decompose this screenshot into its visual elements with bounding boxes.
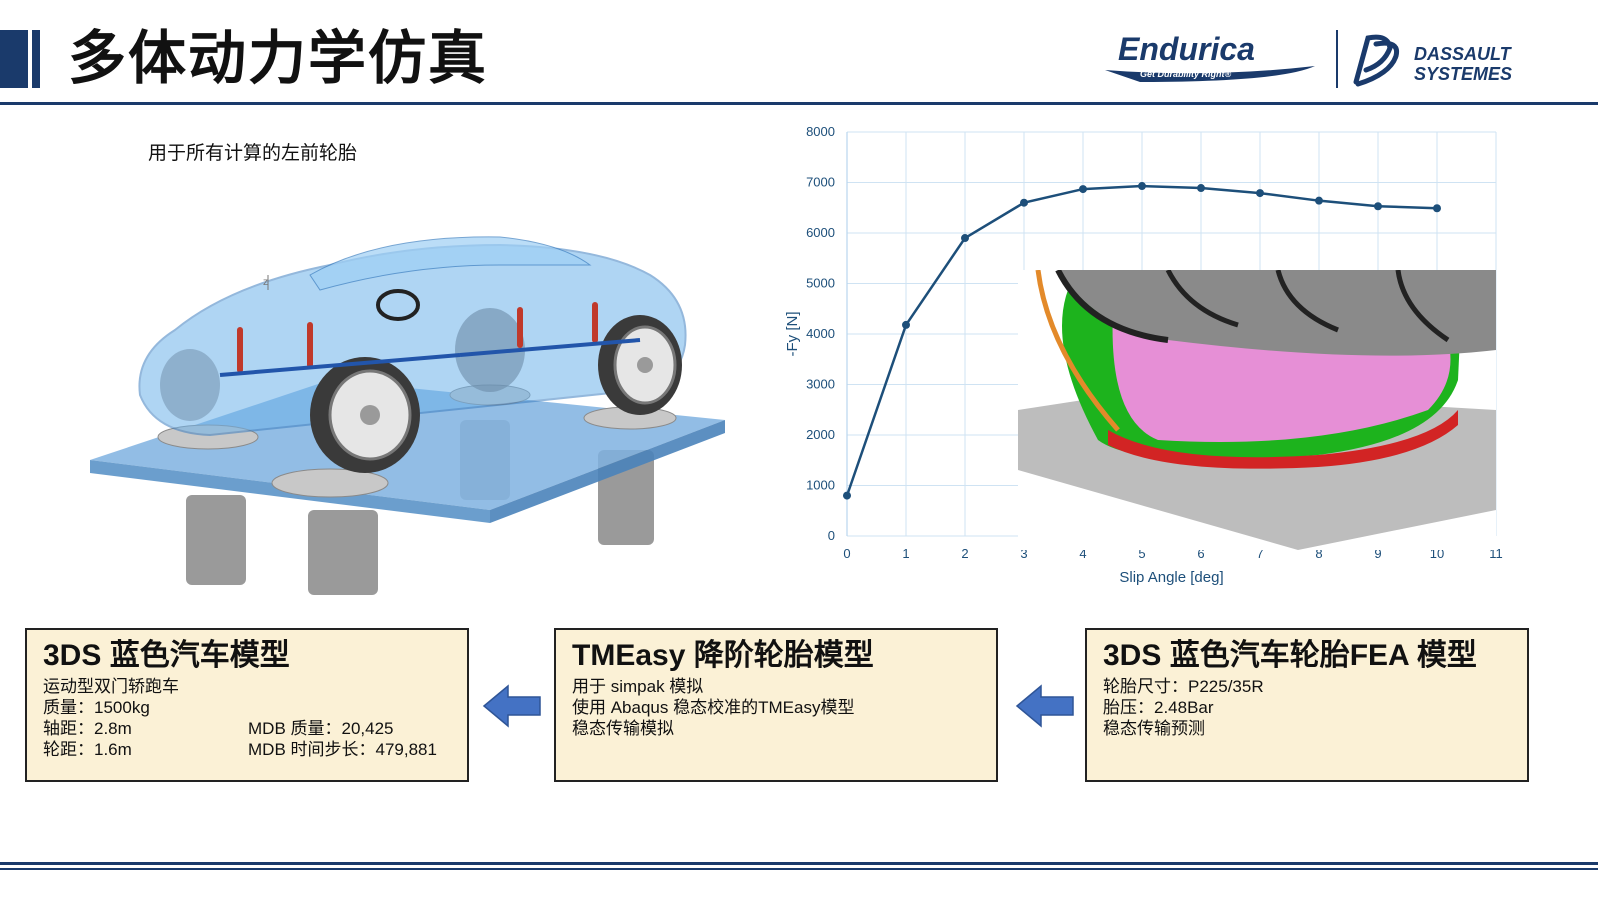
tire-fea-line3: 稳态传输预测 <box>1103 719 1205 738</box>
data-point <box>843 491 851 500</box>
footer-divider-thin <box>0 868 1598 870</box>
data-point <box>902 320 910 329</box>
y-tick-label: 2000 <box>806 427 835 442</box>
x-tick-label: 0 <box>843 546 850 561</box>
x-tick-label: 6 <box>1197 546 1204 561</box>
car-model-line3: 轴距：2.8m <box>43 719 132 738</box>
y-tick-label: 7000 <box>806 175 835 190</box>
x-tick-label: 1 <box>902 546 909 561</box>
x-tick-label: 8 <box>1315 546 1322 561</box>
header-divider <box>0 102 1598 105</box>
wheel-front-left <box>310 357 420 473</box>
x-tick-label: 2 <box>961 546 968 561</box>
data-point <box>1256 189 1264 198</box>
logo-separator <box>1336 30 1338 88</box>
x-tick-label: 7 <box>1256 546 1263 561</box>
car-multibody-model-image: z <box>90 236 725 595</box>
y-tick-label: 3000 <box>806 377 835 392</box>
y-tick-label: 8000 <box>806 124 835 139</box>
dassault-systemes-logo: DASSAULT SYSTEMES <box>1353 34 1513 87</box>
tire-fea-card: 3DS 蓝色汽车轮胎FEA 模型 轮胎尺寸：P225/35R 胎压：2.48Ba… <box>1085 628 1529 782</box>
tire-fea-inset-image <box>1018 270 1496 550</box>
endurica-logo: Endurica Get Durability Right® <box>1105 31 1315 82</box>
data-point <box>1197 184 1205 193</box>
tmeasy-line2: 使用 Abaqus 稳态校准的TMEasy模型 <box>572 698 855 717</box>
ds-line1: DASSAULT <box>1414 44 1513 64</box>
footer-divider <box>0 862 1598 865</box>
title-accent-bar <box>0 30 40 88</box>
data-point <box>961 234 969 243</box>
y-tick-label: 5000 <box>806 276 835 291</box>
x-tick-label: 3 <box>1020 546 1027 561</box>
car-model-line1: 运动型双门轿跑车 <box>43 677 179 696</box>
endurica-wordmark: Endurica <box>1118 31 1255 67</box>
data-point <box>1315 196 1323 205</box>
y-axis-label: -Fy [N] <box>784 312 801 357</box>
x-tick-label: 5 <box>1138 546 1145 561</box>
tmeasy-line1: 用于 simpak 模拟 <box>572 677 704 696</box>
x-axis-label: Slip Angle [deg] <box>1119 569 1223 586</box>
tire-fea-line1: 轮胎尺寸：P225/35R <box>1103 677 1264 696</box>
car-model-mdb-steps: MDB 时间步长：479,881 <box>248 740 437 759</box>
data-point <box>1138 182 1146 191</box>
page-title: 多体动力学仿真 <box>68 26 489 91</box>
arrow-left-icon <box>1015 684 1074 728</box>
y-tick-label: 0 <box>828 528 835 543</box>
endurica-tagline: Get Durability Right® <box>1140 69 1232 79</box>
tmeasy-card: TMEasy 降阶轮胎模型 用于 simpak 模拟 使用 Abaqus 稳态校… <box>554 628 998 782</box>
tmeasy-card-title: TMEasy 降阶轮胎模型 <box>572 639 874 672</box>
y-tick-label: 1000 <box>806 478 835 493</box>
car-model-card-title: 3DS 蓝色汽车模型 <box>43 639 290 672</box>
tire-fea-card-title: 3DS 蓝色汽车轮胎FEA 模型 <box>1103 639 1477 672</box>
car-model-mdb-mass: MDB 质量：20,425 <box>248 719 394 738</box>
car-model-line2: 质量：1500kg <box>43 698 150 717</box>
data-point <box>1079 185 1087 194</box>
data-point <box>1433 204 1441 213</box>
image-caption: 用于所有计算的左前轮胎 <box>148 143 358 164</box>
data-point <box>1374 202 1382 211</box>
axis-z-label: z <box>263 277 268 288</box>
y-tick-label: 6000 <box>806 225 835 240</box>
ds-line2: SYSTEMES <box>1414 64 1512 84</box>
x-tick-label: 4 <box>1079 546 1086 561</box>
car-model-line4: 轮距：1.6m <box>43 740 132 759</box>
y-tick-label: 4000 <box>806 326 835 341</box>
car-model-card: 3DS 蓝色汽车模型 运动型双门轿跑车 质量：1500kg 轴距：2.8m MD… <box>25 628 469 782</box>
tire-fea-line2: 胎压：2.48Bar <box>1103 698 1214 717</box>
tmeasy-line3: 稳态传输模拟 <box>572 719 674 738</box>
data-point <box>1020 198 1028 207</box>
arrow-left-icon <box>482 684 541 728</box>
x-tick-label: 9 <box>1374 546 1381 561</box>
